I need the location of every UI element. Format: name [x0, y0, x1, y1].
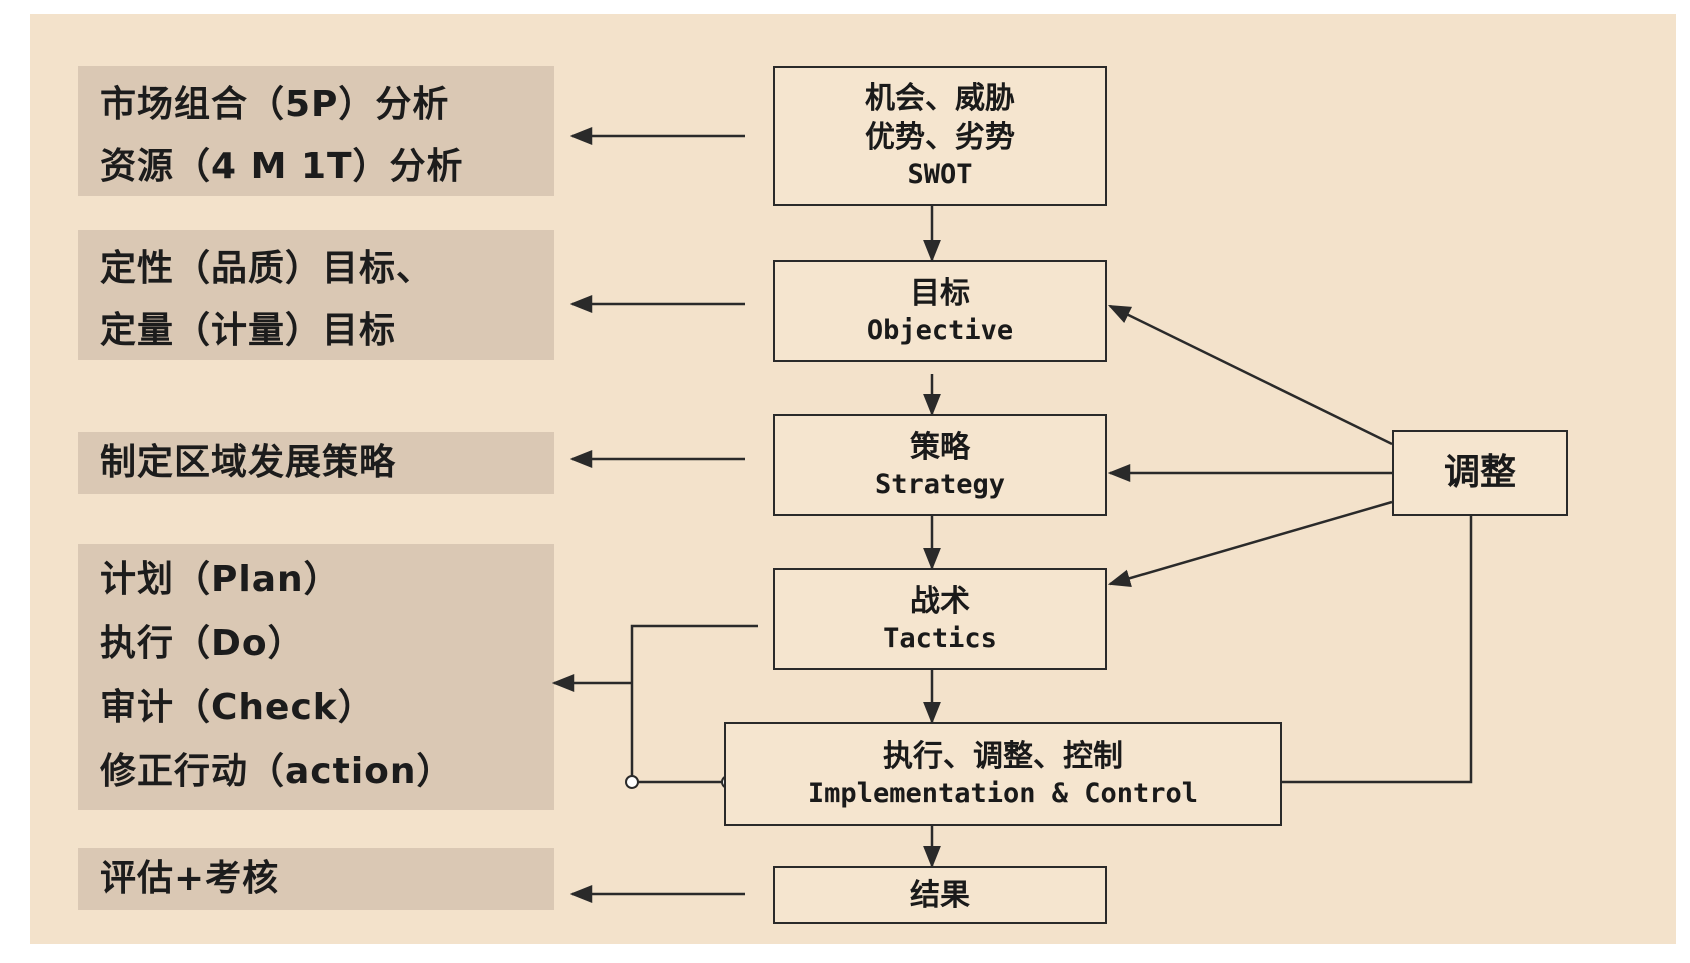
panel-objectives: 定性（品质）目标、 定量（计量）目标 [78, 230, 554, 360]
bracket-tactics [630, 624, 758, 784]
panel-strategy: 制定区域发展策略 [78, 432, 554, 494]
panel-analysis: 市场组合（5P）分析 资源（4 M 1T）分析 [78, 66, 554, 196]
panel-pdca-line-4: 修正行动（action） [100, 751, 454, 792]
strategy-zh: 策略 [910, 429, 970, 465]
panel-analysis-line-2: 资源（4 M 1T）分析 [100, 146, 464, 187]
panel-evaluation-line-1: 评估+考核 [100, 858, 280, 899]
box-adjust: 调整 [1392, 430, 1568, 516]
panel-analysis-line-1: 市场组合（5P）分析 [100, 84, 450, 125]
result-zh: 结果 [910, 877, 970, 913]
panel-pdca-line-2: 执行（Do） [100, 623, 305, 664]
box-implementation: 执行、调整、控制 Implementation & Control [724, 722, 1282, 826]
objective-zh: 目标 [910, 275, 970, 311]
implementation-en: Implementation & Control [807, 777, 1199, 809]
strategy-en: Strategy [874, 468, 1006, 500]
adjust-zh: 调整 [1443, 451, 1516, 493]
box-objective: 目标 Objective [773, 260, 1107, 362]
arrow-adjust-objective [1107, 304, 1393, 446]
panel-objectives-line-1: 定性（品质）目标、 [100, 248, 434, 289]
panel-pdca: 计划（Plan） 执行（Do） 审计（Check） 修正行动（action） [78, 544, 554, 810]
box-result: 结果 [773, 866, 1107, 924]
implementation-zh: 执行、调整、控制 [883, 738, 1123, 774]
tactics-en: Tactics [883, 622, 997, 654]
swot-text-2: 优势、劣势 [865, 120, 1015, 156]
swot-text-1: 机会、威胁 [865, 81, 1015, 117]
arrow-adjust-tactics [1107, 500, 1393, 587]
panel-strategy-line-1: 制定区域发展策略 [100, 442, 397, 483]
line-implementation-adjust [1282, 516, 1473, 784]
box-strategy: 策略 Strategy [773, 414, 1107, 516]
box-tactics: 战术 Tactics [773, 568, 1107, 670]
panel-evaluation: 评估+考核 [78, 848, 554, 910]
panel-pdca-line-1: 计划（Plan） [100, 559, 341, 600]
panel-pdca-line-3: 审计（Check） [100, 687, 375, 728]
objective-en: Objective [866, 314, 1014, 346]
box-swot: 机会、威胁 优势、劣势 SWOT [773, 66, 1107, 206]
panel-objectives-line-2: 定量（计量）目标 [100, 310, 397, 351]
junction-node-left [625, 775, 639, 789]
swot-label: SWOT [907, 159, 973, 191]
tactics-zh: 战术 [910, 583, 970, 619]
